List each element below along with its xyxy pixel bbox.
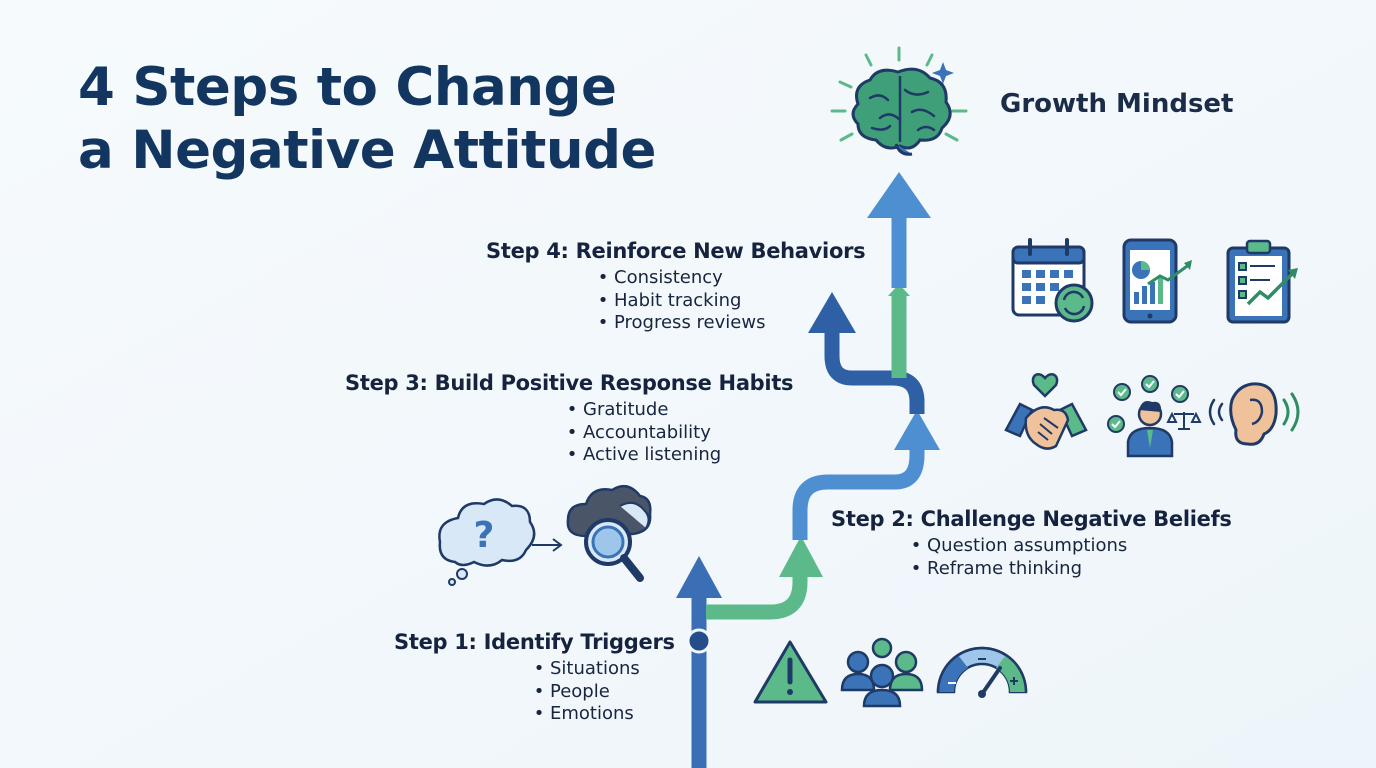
step-4-bullets: Consistency Habit tracking Progress revi… bbox=[594, 267, 865, 335]
step-2-bullet: Reframe thinking bbox=[907, 558, 1232, 581]
accountable-person-icon bbox=[1107, 375, 1202, 458]
growth-mindset-label: Growth Mindset bbox=[1000, 89, 1234, 119]
step-1-bullet: People bbox=[530, 681, 675, 704]
step-3-bullet: Accountability bbox=[563, 422, 793, 445]
step-3-bullet: Gratitude bbox=[563, 399, 793, 422]
title-line-2: a Negative Attitude bbox=[78, 120, 656, 181]
handshake-heart-icon bbox=[1004, 373, 1088, 450]
listening-ear-icon bbox=[1208, 382, 1300, 446]
step-4: Step 4: Reinforce New Behaviors Consiste… bbox=[486, 239, 866, 335]
emotion-gauge-icon bbox=[936, 646, 1028, 698]
step-1-heading: Step 1: Identify Triggers bbox=[394, 630, 675, 654]
step-3-heading: Step 3: Build Positive Response Habits bbox=[345, 371, 794, 395]
phone-chart-icon bbox=[1122, 238, 1192, 324]
page-title: 4 Steps to Change a Negative Attitude bbox=[78, 56, 656, 182]
step-4-bullet: Progress reviews bbox=[594, 312, 865, 335]
clipboard-progress-icon bbox=[1226, 239, 1298, 324]
step-1-bullet: Emotions bbox=[530, 703, 675, 726]
warning-triangle-icon bbox=[753, 640, 828, 704]
step-1-bullets: Situations People Emotions bbox=[530, 658, 675, 726]
question-thought-bubble-icon: ? bbox=[438, 498, 536, 586]
step-2-bullet: Question assumptions bbox=[907, 535, 1232, 558]
step-3-bullets: Gratitude Accountability Active listenin… bbox=[563, 399, 793, 467]
step-3-bullet: Active listening bbox=[563, 444, 793, 467]
calendar-repeat-icon bbox=[1011, 238, 1094, 323]
step-1-bullet: Situations bbox=[530, 658, 675, 681]
step-2: Step 2: Challenge Negative Beliefs Quest… bbox=[831, 507, 1232, 580]
step-4-bullet: Consistency bbox=[594, 267, 865, 290]
step-4-bullet: Habit tracking bbox=[594, 290, 865, 313]
step-2-bullets: Question assumptions Reframe thinking bbox=[907, 535, 1232, 580]
cloud-magnifier-icon bbox=[566, 484, 652, 582]
step-3: Step 3: Build Positive Response Habits G… bbox=[345, 371, 794, 467]
arrow-right-icon bbox=[532, 538, 563, 552]
step-4-heading: Step 4: Reinforce New Behaviors bbox=[486, 239, 866, 263]
svg-text:?: ? bbox=[474, 515, 495, 556]
brain-icon bbox=[830, 46, 968, 156]
title-line-1: 4 Steps to Change bbox=[78, 57, 617, 118]
step-2-heading: Step 2: Challenge Negative Beliefs bbox=[831, 507, 1232, 531]
step-1: Step 1: Identify Triggers Situations Peo… bbox=[394, 630, 675, 726]
people-group-icon bbox=[840, 637, 924, 708]
